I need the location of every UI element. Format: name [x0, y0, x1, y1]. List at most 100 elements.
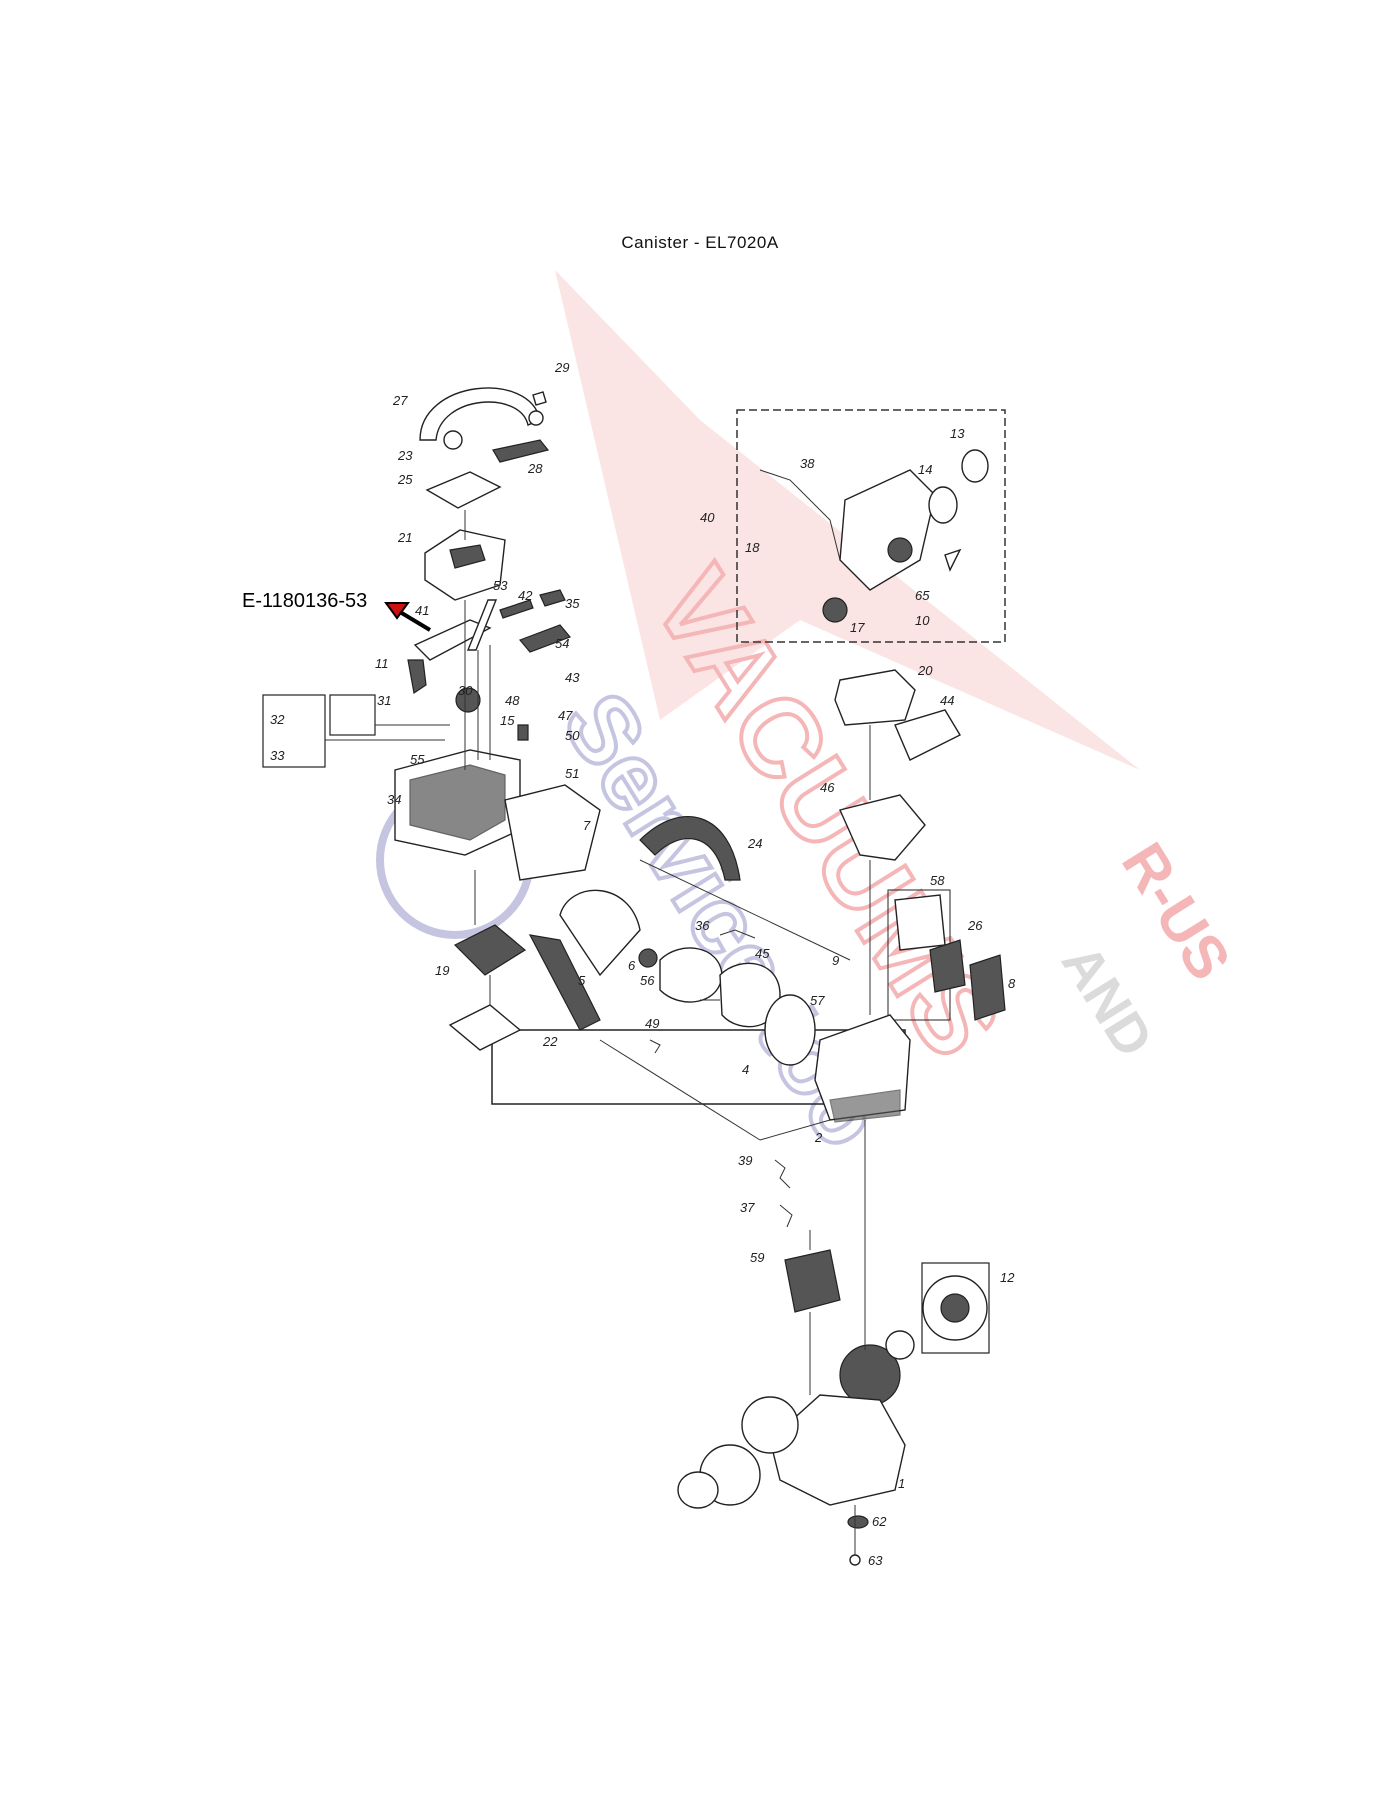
label-47: 47 [558, 708, 573, 723]
part-25 [425, 471, 502, 509]
label-49: 49 [645, 1016, 659, 1031]
label-34: 34 [387, 792, 401, 807]
part-37 [779, 1204, 793, 1228]
part-41 [413, 619, 492, 661]
part-46 [839, 794, 926, 861]
label-57: 57 [810, 993, 825, 1008]
part-63 [849, 1554, 861, 1566]
label-14: 14 [918, 462, 932, 477]
part-56-filter-frame [448, 1004, 522, 1051]
part-30 [455, 687, 481, 713]
label-1: 1 [898, 1476, 905, 1491]
part-28 [492, 439, 550, 463]
label-23: 23 [397, 448, 413, 463]
label-45: 45 [755, 946, 770, 961]
leader-lines [325, 510, 871, 1555]
part-24 [639, 816, 741, 881]
part-65 [944, 548, 962, 572]
part-5 [559, 889, 641, 977]
part-38 [759, 469, 841, 561]
label-39: 39 [738, 1153, 752, 1168]
part-8 [969, 954, 1006, 1021]
part-56-ring [659, 947, 723, 1003]
watermark-red-v-shape [555, 270, 1140, 770]
label-22: 22 [542, 1034, 558, 1049]
label-38: 38 [800, 456, 815, 471]
callout-arrow [384, 602, 432, 632]
part-58 [894, 894, 946, 951]
label-9: 9 [832, 953, 839, 968]
part-45-motor [719, 962, 781, 1028]
part-59 [784, 1249, 841, 1313]
part-17 [822, 597, 848, 623]
label-20: 20 [917, 663, 933, 678]
label-6: 6 [628, 958, 636, 973]
part-20-lid [834, 669, 916, 726]
label-50: 50 [565, 728, 580, 743]
part-53 [466, 599, 498, 651]
label-58: 58 [930, 873, 945, 888]
label-25: 25 [397, 472, 413, 487]
part-1-base [769, 1394, 906, 1506]
part-front-cap [677, 1471, 719, 1509]
label-41: 41 [415, 603, 429, 618]
watermark-and-text: AND [1050, 934, 1166, 1068]
part-labels: 1 2 4 5 6 7 8 9 10 11 12 13 14 15 17 18 … [270, 360, 1016, 1568]
part-19-filter [453, 924, 527, 976]
part-11 [407, 659, 427, 695]
group-box-12 [921, 1262, 990, 1354]
label-4: 4 [742, 1062, 749, 1077]
label-48: 48 [505, 693, 520, 708]
label-63: 63 [868, 1553, 883, 1568]
label-51: 51 [565, 766, 579, 781]
part-44 [894, 709, 961, 761]
part-49 [649, 1039, 661, 1054]
label-29: 29 [554, 360, 569, 375]
part-35 [539, 589, 566, 607]
label-33: 33 [270, 748, 285, 763]
label-42: 42 [518, 588, 533, 603]
label-56: 56 [640, 973, 655, 988]
label-40: 40 [700, 510, 715, 525]
part-36 [719, 929, 756, 939]
part-26 [929, 939, 966, 993]
part-15 [517, 724, 529, 741]
part-54 [518, 624, 572, 653]
label-36: 36 [695, 918, 710, 933]
part-6 [638, 948, 658, 968]
label-13: 13 [950, 426, 965, 441]
part-27-handle [419, 387, 541, 441]
label-31: 31 [377, 693, 391, 708]
label-26: 26 [967, 918, 983, 933]
label-18: 18 [745, 540, 760, 555]
label-5: 5 [578, 973, 586, 988]
label-55: 55 [410, 752, 425, 767]
label-8: 8 [1008, 976, 1016, 991]
dashed-group-box [736, 409, 1006, 643]
label-27: 27 [392, 393, 408, 408]
label-17: 17 [850, 620, 865, 635]
part-callout-label[interactable]: E-1180136-53 [242, 590, 368, 612]
label-12: 12 [1000, 1270, 1015, 1285]
part-62 [847, 1515, 869, 1529]
label-59: 59 [750, 1250, 764, 1265]
part-4-gasket [764, 994, 816, 1066]
label-2: 2 [814, 1130, 823, 1145]
label-35: 35 [565, 596, 580, 611]
group-box-32-33 [262, 694, 326, 768]
part-39 [774, 1159, 791, 1189]
label-30: 30 [458, 683, 473, 698]
part-22 [528, 934, 601, 1031]
label-62: 62 [872, 1514, 887, 1529]
watermark-rus-text: R-US [1109, 831, 1244, 991]
part-7 [504, 784, 601, 881]
part-29 [532, 391, 547, 406]
label-11: 11 [375, 656, 389, 671]
part-42 [499, 599, 534, 619]
label-54: 54 [555, 636, 569, 651]
label-46: 46 [820, 780, 835, 795]
label-7: 7 [583, 818, 591, 833]
label-10: 10 [915, 613, 930, 628]
label-37: 37 [740, 1200, 755, 1215]
